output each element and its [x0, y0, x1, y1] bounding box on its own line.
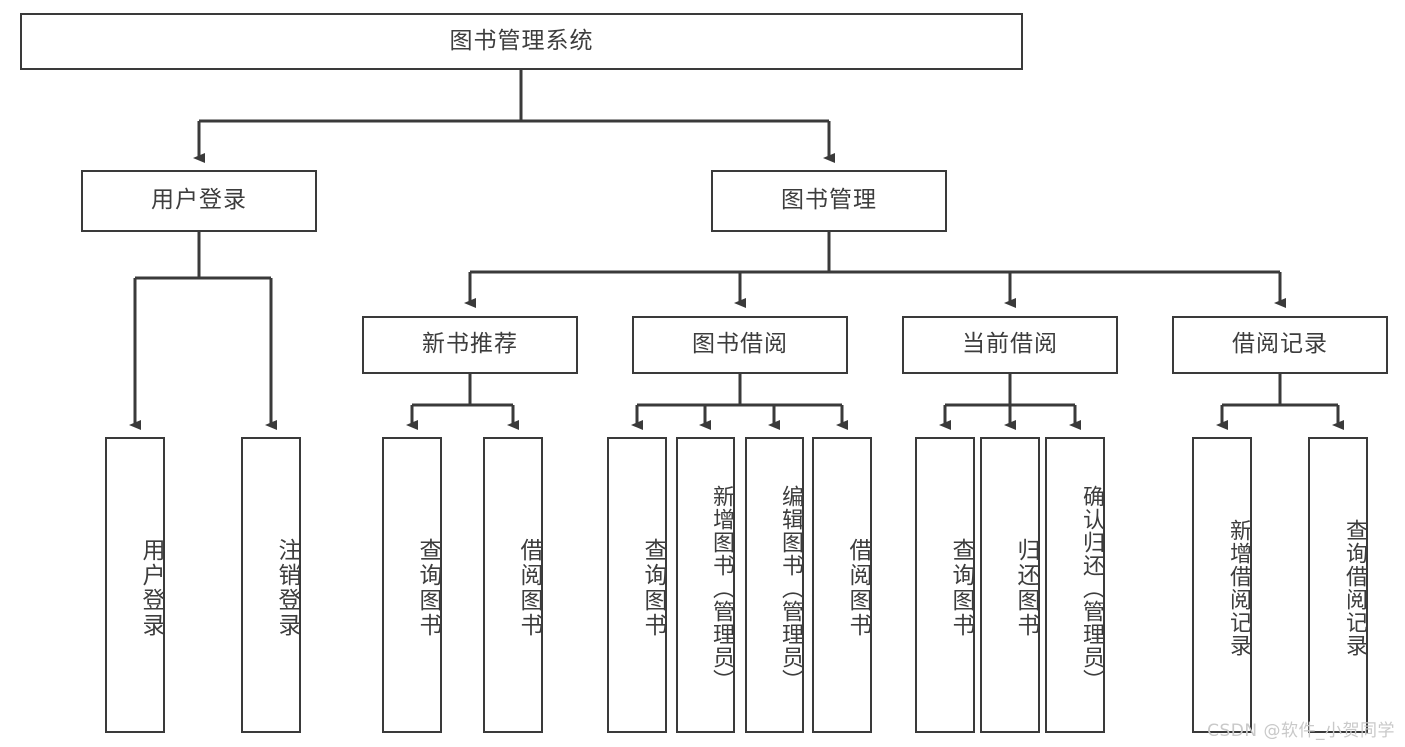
node-book-management-label: 图书管理: [781, 187, 877, 214]
leaf-query-book-current[interactable]: 查询图书: [915, 437, 975, 733]
node-new-book-recommend-label: 新书推荐: [422, 331, 518, 358]
leaf-confirm-return-admin-label: 确认归还（管理员）: [1079, 484, 1104, 692]
node-borrow-record-label: 借阅记录: [1232, 331, 1328, 358]
node-borrow-record[interactable]: 借阅记录: [1172, 316, 1388, 374]
leaf-add-book-admin-label: 新增图书（管理员）: [709, 484, 734, 692]
node-current-borrow-label: 当前借阅: [962, 331, 1058, 358]
leaf-add-book-admin[interactable]: 新增图书（管理员）: [676, 437, 735, 733]
leaf-user-login-label: 用户登录: [138, 538, 164, 638]
node-book-management[interactable]: 图书管理: [711, 170, 947, 232]
leaf-query-book-borrow[interactable]: 查询图书: [607, 437, 667, 733]
leaf-query-book-recommend-label: 查询图书: [415, 538, 441, 638]
leaf-borrow-book-recommend-label: 借阅图书: [516, 538, 542, 638]
node-current-borrow[interactable]: 当前借阅: [902, 316, 1118, 374]
node-book-borrow-label: 图书借阅: [692, 331, 788, 358]
node-book-borrow[interactable]: 图书借阅: [632, 316, 848, 374]
leaf-return-book-label: 归还图书: [1013, 538, 1039, 638]
node-root[interactable]: 图书管理系统: [20, 13, 1023, 70]
leaf-edit-book-admin[interactable]: 编辑图书（管理员）: [745, 437, 804, 733]
leaf-add-borrow-record-label: 新增借阅记录: [1226, 519, 1251, 657]
leaf-query-borrow-record-label: 查询借阅记录: [1342, 519, 1367, 657]
node-user-login-label: 用户登录: [151, 187, 247, 214]
leaf-borrow-book-label: 借阅图书: [845, 538, 871, 638]
leaf-logout-label: 注销登录: [274, 538, 300, 638]
leaf-confirm-return-admin[interactable]: 确认归还（管理员）: [1045, 437, 1105, 733]
leaf-return-book[interactable]: 归还图书: [980, 437, 1040, 733]
leaf-query-book-recommend[interactable]: 查询图书: [382, 437, 442, 733]
leaf-user-login[interactable]: 用户登录: [105, 437, 165, 733]
node-new-book-recommend[interactable]: 新书推荐: [362, 316, 578, 374]
csdn-watermark: CSDN @软件_小贺同学: [1207, 721, 1395, 741]
node-user-login[interactable]: 用户登录: [81, 170, 317, 232]
leaf-query-book-borrow-label: 查询图书: [640, 538, 666, 638]
leaf-borrow-book[interactable]: 借阅图书: [812, 437, 872, 733]
leaf-borrow-book-recommend[interactable]: 借阅图书: [483, 437, 543, 733]
node-root-label: 图书管理系统: [449, 27, 594, 54]
leaf-query-borrow-record[interactable]: 查询借阅记录: [1308, 437, 1368, 733]
leaf-logout[interactable]: 注销登录: [241, 437, 301, 733]
leaf-add-borrow-record[interactable]: 新增借阅记录: [1192, 437, 1252, 733]
leaf-query-book-current-label: 查询图书: [948, 538, 974, 638]
leaf-edit-book-admin-label: 编辑图书（管理员）: [778, 484, 803, 692]
